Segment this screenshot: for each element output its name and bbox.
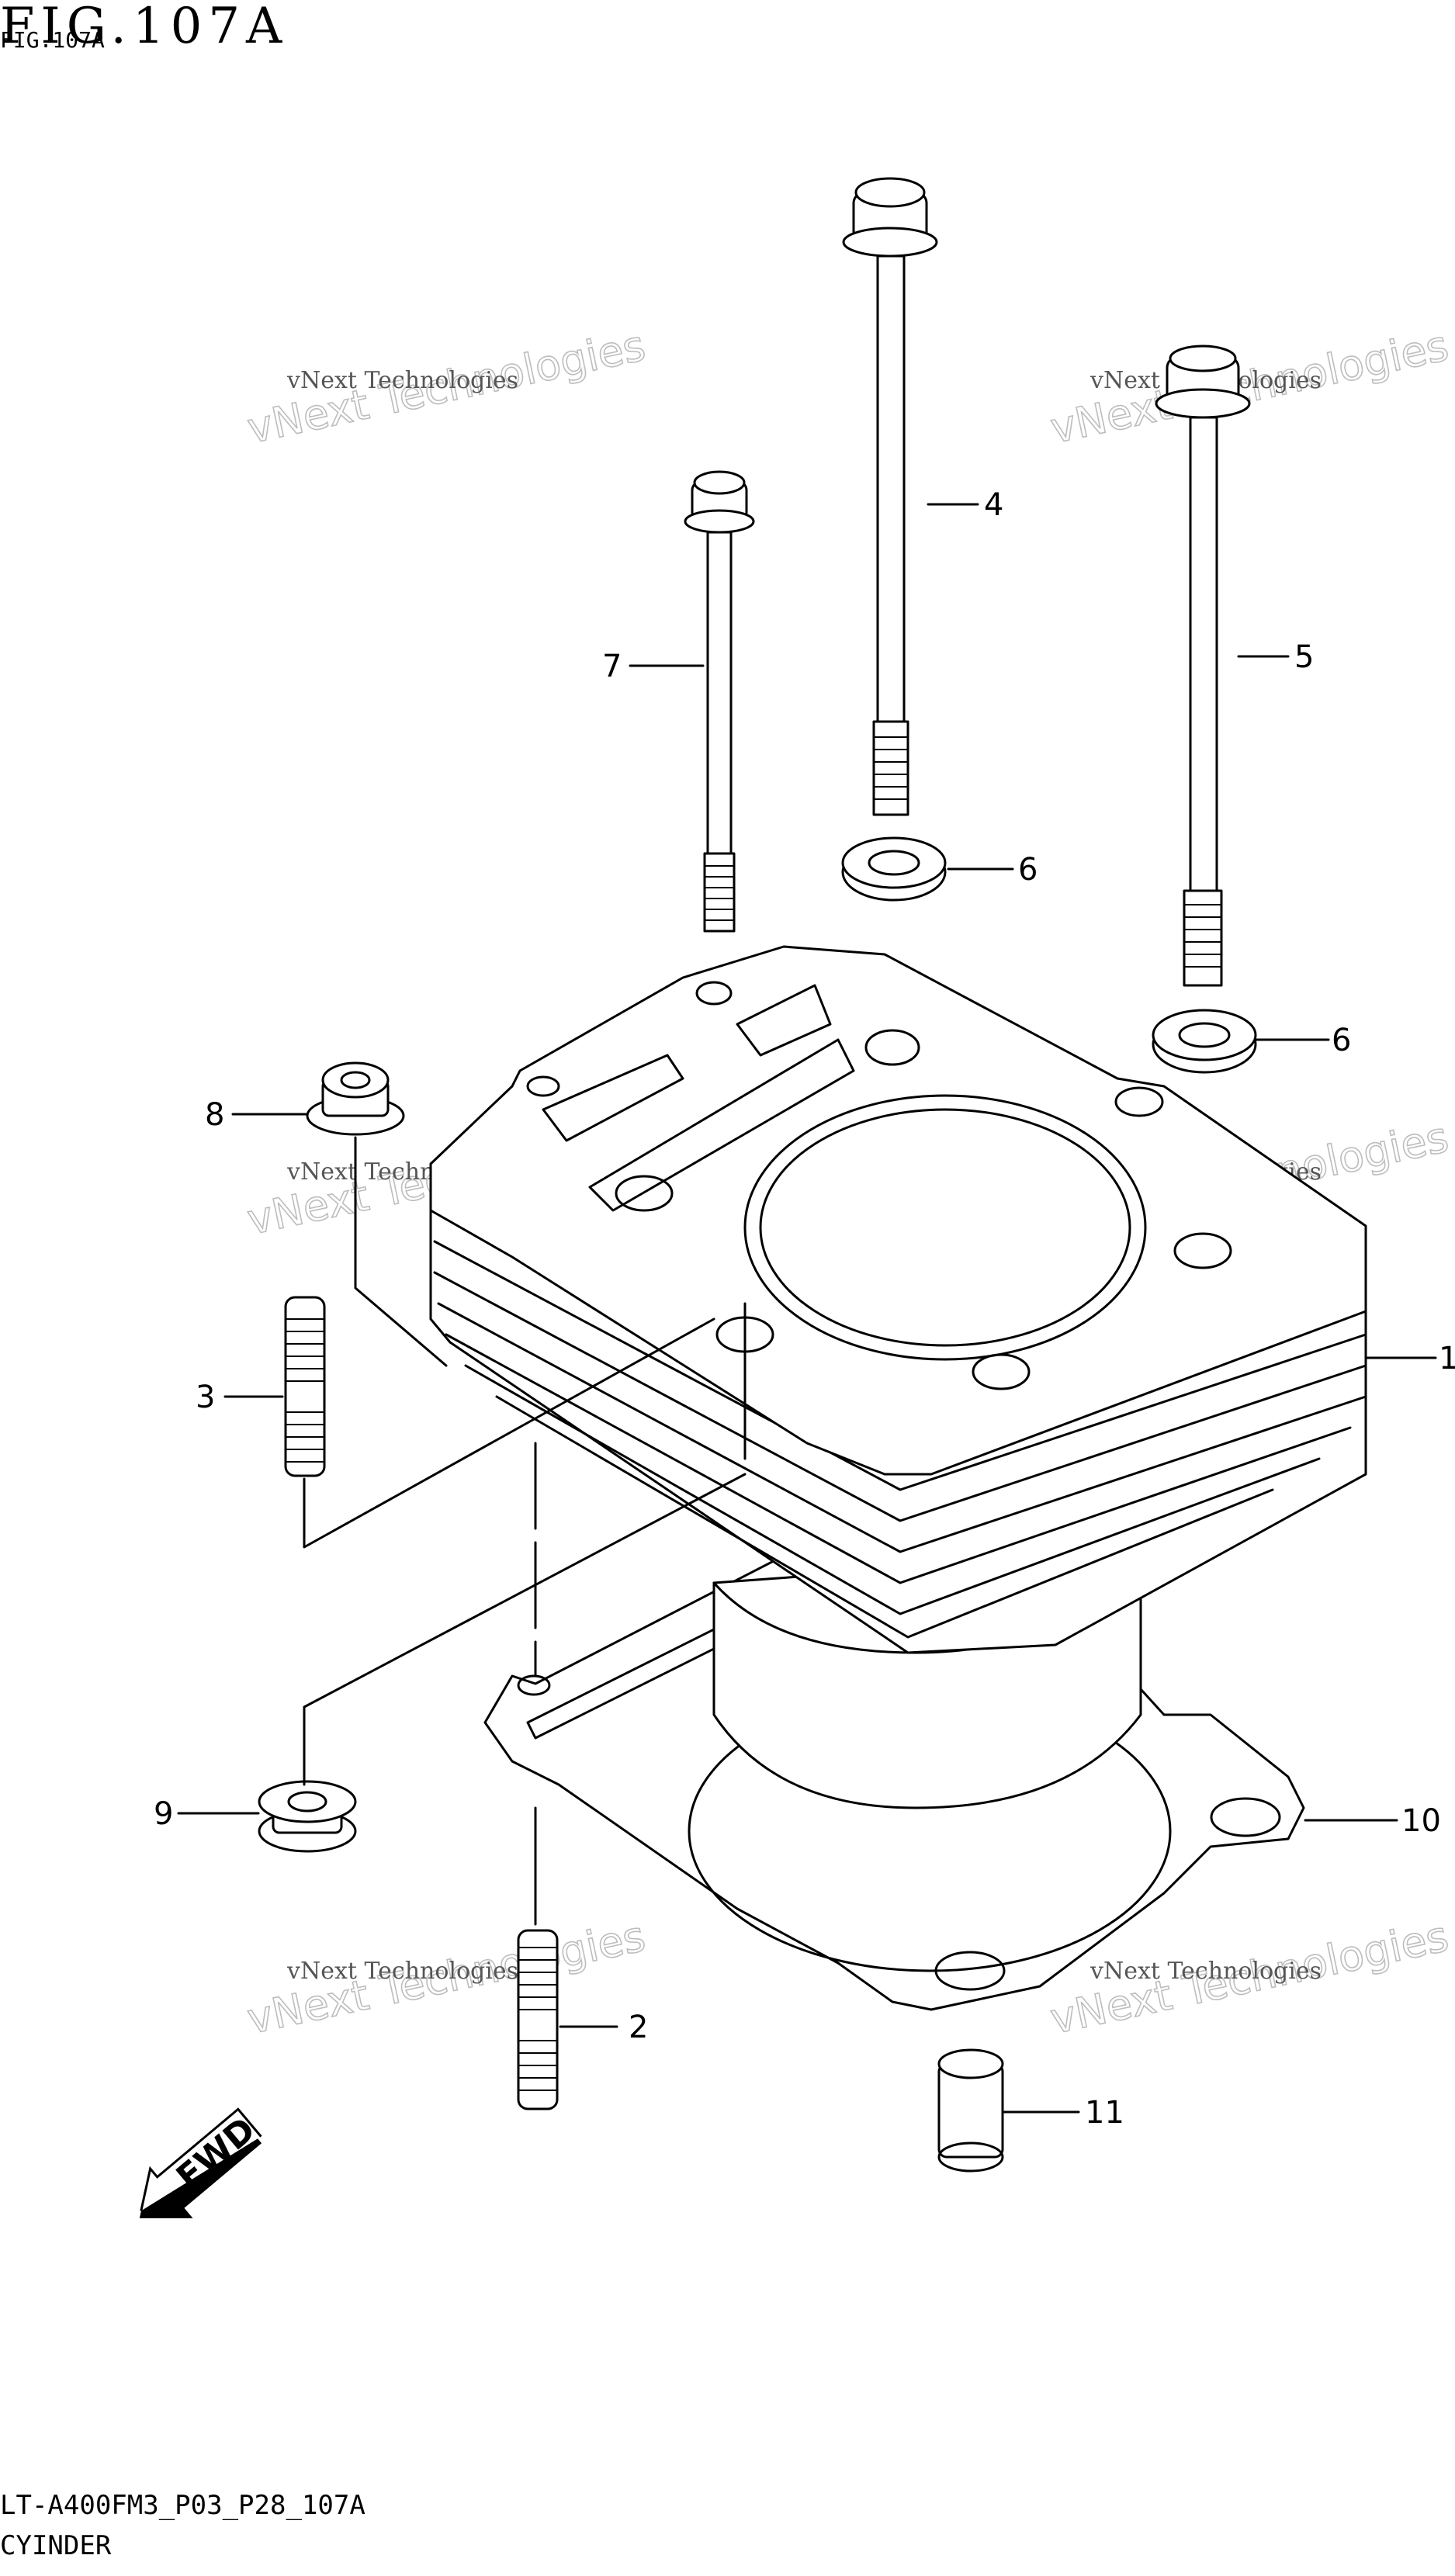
watermark-bottom-left: vNext Technologies vNext Technologies bbox=[243, 1911, 650, 2045]
stud-2 bbox=[517, 1929, 559, 2110]
nut-9 bbox=[258, 1780, 357, 1853]
stud-3 bbox=[284, 1296, 326, 1477]
svg-text:vNext Technologies: vNext Technologies bbox=[286, 367, 518, 394]
svg-text:vNext Technologies: vNext Technologies bbox=[286, 1958, 518, 1985]
callout-10: 10 bbox=[1401, 1803, 1441, 1839]
callout-4: 4 bbox=[984, 487, 1003, 523]
nut-8 bbox=[306, 1061, 405, 1136]
callout-8: 8 bbox=[205, 1097, 224, 1133]
watermark-top-right: vNext Technologies vNext Technologies bbox=[1046, 320, 1453, 454]
forward-arrow-icon: FWD bbox=[139, 2107, 263, 2218]
washer-6-lower bbox=[1152, 1009, 1257, 1074]
bolt-4 bbox=[842, 177, 938, 816]
bolt-7 bbox=[684, 470, 755, 933]
callout-6-upper: 6 bbox=[1018, 852, 1038, 888]
callout-6-lower: 6 bbox=[1332, 1023, 1351, 1058]
leader-lines bbox=[177, 503, 1437, 2114]
callout-5: 5 bbox=[1294, 639, 1314, 675]
cylinder-1 bbox=[429, 945, 1367, 1809]
section-name: CYINDER bbox=[0, 2530, 112, 2561]
callout-7: 7 bbox=[602, 649, 622, 684]
watermark-top-left: vNext Technologies vNext Technologies bbox=[243, 320, 650, 454]
callout-1: 1 bbox=[1439, 1341, 1455, 1376]
model-code: LT-A400FM3_P03_P28_107A bbox=[0, 2490, 365, 2521]
figure-title: FIG.107A bbox=[0, 0, 289, 55]
callout-2: 2 bbox=[629, 2010, 648, 2045]
dowel-pin-11 bbox=[937, 2048, 1004, 2173]
callout-9: 9 bbox=[154, 1796, 173, 1832]
washer-6-upper bbox=[841, 836, 947, 902]
callout-3: 3 bbox=[196, 1380, 215, 1415]
callout-11: 11 bbox=[1085, 2095, 1124, 2131]
svg-text:vNext Technologies: vNext Technologies bbox=[1090, 1958, 1322, 1985]
figure-title-small: FIG.107A bbox=[0, 27, 105, 53]
bolt-5 bbox=[1155, 345, 1251, 987]
